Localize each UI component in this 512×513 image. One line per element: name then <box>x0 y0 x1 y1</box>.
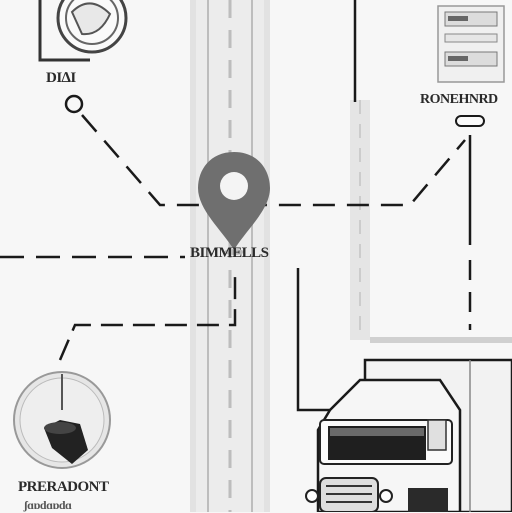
label-bottom-secondary: ʃɑɒdɑɒdɑ <box>24 498 72 512</box>
connector-upper <box>81 114 466 207</box>
compass-circle-icon <box>13 371 111 469</box>
left-node-dot <box>64 94 84 114</box>
map-pin-icon <box>198 152 270 255</box>
label-left-top: DI∆I <box>46 70 76 86</box>
right-node-handle <box>455 115 485 127</box>
label-bottom-primary: PRERADONT <box>18 479 109 495</box>
side-road <box>350 100 512 343</box>
connector-lower-left <box>58 270 237 361</box>
circular-emblem-icon <box>38 0 128 62</box>
label-right-top: RONEHNRD <box>420 92 498 107</box>
delivery-truck-icon <box>305 358 512 512</box>
label-center: BIMMELLS <box>190 245 269 261</box>
connector-to-truck <box>296 268 340 412</box>
road <box>190 0 270 512</box>
connector-lines <box>0 0 472 412</box>
server-rack-icon <box>437 5 505 83</box>
